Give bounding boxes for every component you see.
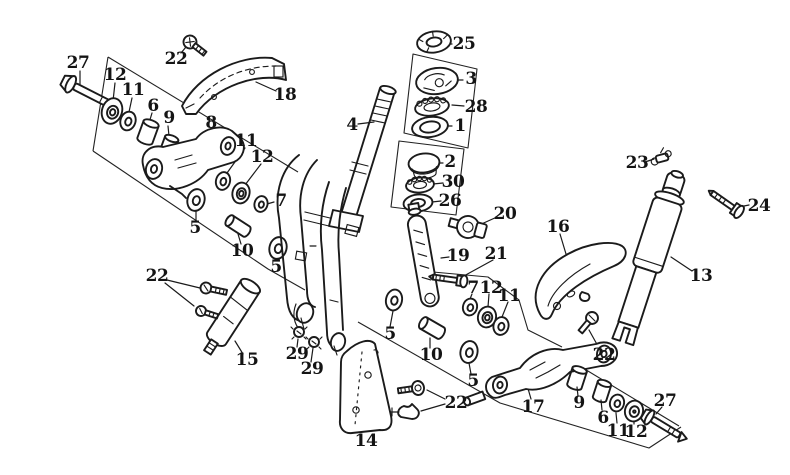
part-label-9-4: 9 — [163, 108, 174, 128]
stem-nut-25 — [416, 30, 452, 54]
part-label-3-22: 3 — [465, 69, 476, 89]
bushing-9-rear — [566, 365, 588, 391]
washer-12-front — [100, 97, 124, 125]
bearing-race-1 — [411, 115, 449, 139]
washer-12-rocker — [231, 181, 251, 205]
part-label-9-43: 9 — [573, 393, 584, 413]
part-label-12-46: 12 — [625, 422, 648, 442]
part-label-29-16: 29 — [286, 344, 309, 364]
part-label-30-26: 30 — [442, 172, 465, 192]
part-label-19-29: 19 — [447, 246, 470, 266]
group-fence-lines — [92, 56, 682, 449]
guard-plate-14 — [338, 339, 393, 435]
washer-11-center — [492, 316, 510, 336]
ref-box-upper-bearing-stack — [403, 53, 478, 149]
part-label-6-44: 6 — [597, 408, 608, 428]
washer-5-center-upper — [384, 288, 404, 312]
screw-22-top — [182, 34, 208, 57]
rocker-arm-8 — [141, 126, 245, 199]
washer-11-rear — [608, 393, 626, 413]
washer-7-rocker — [253, 195, 269, 213]
part-label-7-34: 7 — [467, 278, 478, 298]
link-19 — [406, 202, 440, 308]
clamp-23 — [650, 147, 672, 166]
part-label-1-24: 1 — [454, 116, 465, 136]
part-label-17-42: 17 — [522, 397, 545, 417]
front-fender-18 — [181, 56, 287, 115]
part-label-21-30: 21 — [485, 244, 508, 264]
part-label-11-8: 11 — [235, 131, 258, 151]
clip-29-a — [290, 326, 308, 340]
leader-lines — [79, 43, 750, 433]
part-label-11-36: 11 — [498, 286, 521, 306]
bushing-10-center — [418, 316, 446, 340]
part-label-14-18: 14 — [355, 431, 378, 451]
part-label-10-32: 10 — [420, 345, 443, 365]
rear-rocker-arm-17 — [462, 341, 618, 407]
part-label-22-19: 22 — [445, 393, 468, 413]
bolt-21 — [428, 273, 469, 289]
part-label-27-47: 27 — [654, 391, 677, 411]
part-label-22-5: 22 — [165, 49, 188, 69]
cover-tube-15 — [203, 277, 261, 356]
part-label-20-28: 20 — [494, 204, 517, 224]
part-label-13-40: 13 — [690, 266, 713, 286]
bushing-6-front — [136, 118, 160, 146]
part-label-10-12: 10 — [231, 241, 254, 261]
washer-7-center — [461, 297, 479, 317]
part-label-11-2: 11 — [122, 80, 145, 100]
screw-22-guard-a — [396, 380, 425, 396]
part-label-22-14: 22 — [146, 266, 169, 286]
bolt-27-rear — [639, 408, 688, 443]
part-label-25-21: 25 — [453, 34, 476, 54]
washer-11-rocker — [214, 171, 232, 191]
bolt-24 — [707, 189, 745, 219]
part-label-12-35: 12 — [480, 278, 503, 298]
part-label-8-7: 8 — [205, 113, 216, 133]
bushing-6-rear — [591, 378, 613, 404]
part-label-23-37: 23 — [626, 153, 649, 173]
pad-16 — [534, 242, 627, 320]
screw-22-shock — [577, 291, 599, 335]
part-label-5-33: 5 — [467, 371, 478, 391]
part-label-7-10: 7 — [275, 191, 286, 211]
bushing-10-rocker — [224, 214, 252, 238]
part-label-29-17: 29 — [301, 359, 324, 379]
part-label-18-6: 18 — [274, 85, 297, 105]
screw-22-left-a — [199, 281, 229, 296]
washer-5-center-lower — [459, 340, 479, 364]
ref-box-lower-bearing-stack — [390, 140, 465, 216]
washer-11-front — [119, 110, 137, 132]
part-label-22-41: 22 — [593, 345, 616, 365]
part-label-24-38: 24 — [748, 196, 771, 216]
clip-29-b — [305, 336, 323, 350]
washer-12-center — [476, 305, 498, 329]
part-label-12-1: 12 — [104, 65, 127, 85]
ball-bearing-28 — [414, 96, 450, 117]
part-label-5-31: 5 — [384, 324, 395, 344]
bolt-20 — [447, 215, 488, 239]
ball-bearing-30 — [405, 175, 435, 194]
part-label-5-11: 5 — [189, 218, 200, 238]
clip-22-guard-b — [389, 403, 420, 420]
shock-absorber-13 — [611, 169, 686, 347]
part-label-6-3: 6 — [147, 96, 158, 116]
bearing-race-3 — [415, 66, 459, 96]
front-fork-4 — [276, 84, 397, 356]
part-label-26-27: 26 — [439, 191, 462, 211]
part-label-28-23: 28 — [465, 97, 488, 117]
washer-5-rocker — [186, 188, 206, 212]
part-label-5-13: 5 — [270, 257, 281, 277]
part-label-4-20: 4 — [346, 115, 358, 135]
part-label-15-15: 15 — [236, 350, 259, 370]
part-label-12-9: 12 — [251, 147, 274, 167]
part-label-11-45: 11 — [607, 421, 630, 441]
part-label-27-0: 27 — [67, 53, 90, 73]
bearing-race-2 — [407, 152, 441, 180]
part-label-2-25: 2 — [444, 152, 455, 172]
part-label-16-39: 16 — [547, 217, 570, 237]
